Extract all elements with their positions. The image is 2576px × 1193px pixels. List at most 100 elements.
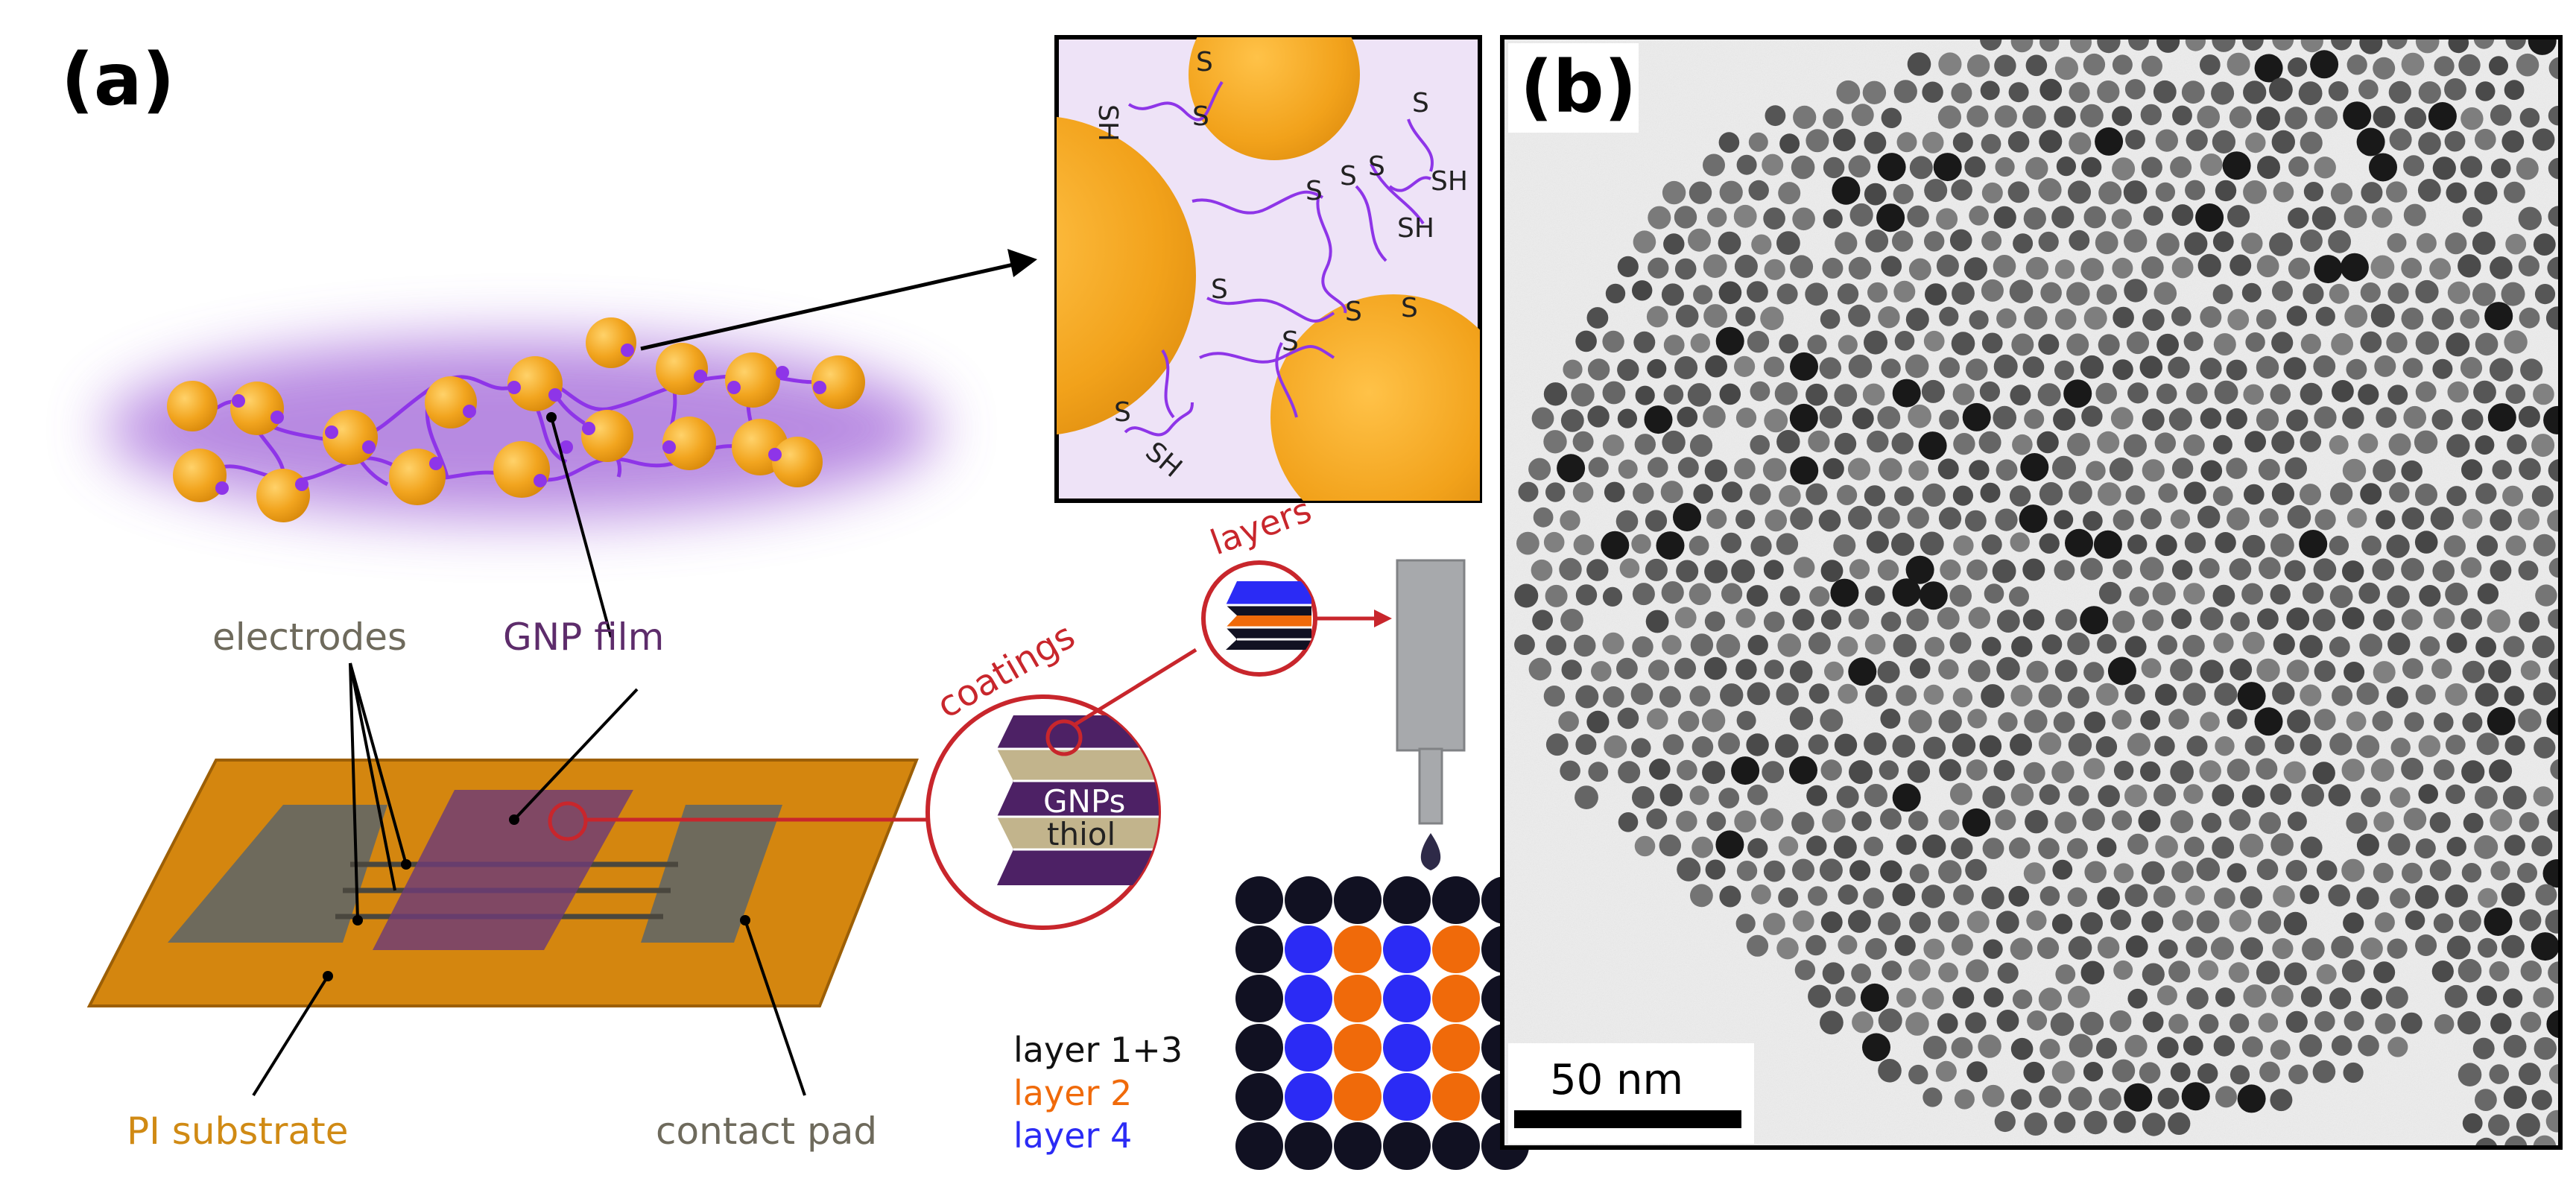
tem-particle — [1747, 784, 1768, 806]
tem-particle — [1632, 786, 1655, 809]
tem-particle — [2535, 884, 2557, 906]
tem-particle — [2342, 458, 2367, 483]
tem-particle — [1778, 182, 1801, 205]
tem-particle — [1866, 531, 1889, 554]
tem-particle — [2446, 837, 2466, 857]
lattice-particle — [1432, 876, 1480, 924]
tem-particle — [2545, 1110, 2560, 1133]
tem-particle — [2490, 560, 2512, 582]
tem-particle — [1937, 1013, 1958, 1034]
tem-particle — [1832, 128, 1856, 151]
tem-particle — [2389, 128, 2412, 151]
lattice-particle — [1432, 975, 1480, 1022]
tem-particle — [2142, 459, 2165, 482]
tem-particle — [2477, 583, 2499, 604]
lattice-particle — [1334, 925, 1382, 973]
tem-particle — [1864, 586, 1885, 606]
tem-particle — [1939, 306, 1959, 326]
tem-particle — [1765, 105, 1786, 127]
svg-text:S: S — [1192, 101, 1209, 132]
tem-particle — [2461, 557, 2482, 578]
tem-particle — [1791, 811, 1814, 835]
tem-particle — [2358, 582, 2380, 604]
layers-zoom — [1201, 560, 1317, 677]
tem-particle — [1921, 379, 1945, 403]
tem-particle — [2520, 1162, 2541, 1183]
tem-particle — [1560, 409, 1584, 432]
tem-particle — [2489, 56, 2508, 76]
tem-particle — [2128, 37, 2149, 51]
tem-particle — [2358, 433, 2379, 454]
tem-particle — [1864, 330, 1887, 355]
tem-particle — [2476, 732, 2499, 756]
lattice-particle — [1432, 925, 1480, 973]
tem-particle — [1648, 206, 1671, 230]
tem-particle — [1747, 281, 1768, 303]
tem-particle — [1877, 660, 1900, 683]
tem-particle — [1687, 383, 1712, 407]
tem-particle — [1659, 686, 1681, 708]
tem-particle — [2387, 37, 2408, 50]
tem-particle — [2419, 585, 2441, 607]
tem-particle — [2039, 886, 2060, 906]
tem-particle — [2256, 408, 2279, 431]
tem-particle — [2518, 405, 2540, 428]
tem-particle — [2359, 633, 2383, 657]
tem-particle — [1789, 706, 1814, 730]
tem-particle — [2023, 862, 2045, 885]
tem-particle — [1848, 304, 1871, 327]
contact-pad-right — [641, 805, 782, 943]
tem-particle — [1851, 963, 1872, 984]
tem-particle — [1661, 581, 1684, 604]
svg-text:S: S — [1211, 274, 1228, 305]
tem-particle — [2312, 1060, 2336, 1083]
tem-particle — [1983, 939, 2003, 959]
tem-particle — [2083, 1110, 2107, 1135]
tem-particle — [2286, 607, 2310, 630]
tem-particle — [1879, 458, 1902, 481]
tem-particle — [1838, 683, 1858, 704]
tem-particle — [2402, 358, 2423, 379]
tem-particle — [2433, 913, 2454, 934]
tem-particle — [2222, 151, 2251, 180]
tem-particle — [1591, 661, 1612, 682]
tem-particle — [2181, 80, 2205, 104]
tem-particle — [2199, 54, 2221, 75]
tem-particle — [2039, 1085, 2062, 1108]
tem-particle — [1790, 255, 1814, 279]
tem-particle — [2386, 534, 2410, 558]
lattice-particle — [1383, 1073, 1431, 1121]
tem-particle — [2257, 608, 2279, 630]
tem-particle — [2404, 107, 2427, 130]
lattice-particle — [1285, 1122, 1332, 1170]
tem-particle — [2475, 81, 2496, 101]
tem-particle — [1690, 884, 1713, 908]
tem-particle — [1736, 861, 1758, 882]
tem-particle — [2490, 861, 2510, 881]
tem-particle — [1981, 332, 2003, 354]
tem-particle — [2242, 631, 2265, 654]
tem-particle — [1573, 534, 1595, 556]
tem-particle — [2183, 583, 2205, 605]
tem-particle — [1953, 433, 1975, 455]
tem-particle — [2051, 206, 2075, 229]
tem-particle — [2168, 709, 2189, 730]
tem-particle — [1949, 782, 1972, 806]
tem-particle — [2300, 836, 2323, 858]
tem-particle — [1644, 405, 1673, 434]
tem-particle — [2488, 659, 2512, 683]
tem-particle — [2027, 1010, 2048, 1031]
tem-particle — [1736, 154, 1757, 175]
tem-particle — [1996, 610, 2020, 633]
tem-particle — [2302, 937, 2325, 961]
tem-particle — [1834, 432, 1857, 455]
tem-particle — [2240, 886, 2263, 909]
tem-particle — [1954, 1089, 1975, 1110]
tem-particle — [1765, 509, 1787, 532]
tem-particle — [2287, 811, 2307, 832]
tem-particle — [2346, 358, 2367, 380]
tem-particle — [1838, 885, 1858, 905]
tem-particle — [2093, 530, 2122, 559]
tem-particle — [1949, 584, 1972, 607]
tem-particle — [2287, 709, 2311, 733]
